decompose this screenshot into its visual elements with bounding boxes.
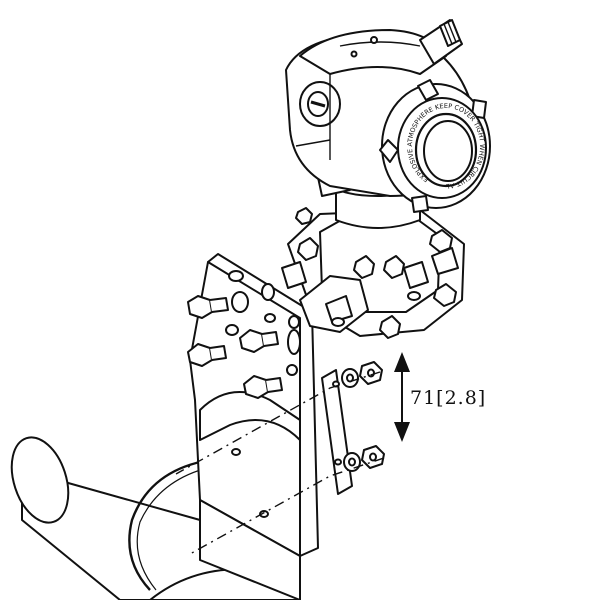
flange-bolt-g [379,315,401,339]
bolt-1 [187,295,229,319]
flange-bolt-b [297,237,319,261]
bracket-bolts [187,295,283,399]
dimension-71: 71[2.8] [394,352,486,442]
flange-bolt-d [353,255,375,279]
bolt-3 [187,343,227,367]
clamp-plate [321,369,353,495]
dimension-label: 71[2.8] [410,387,486,409]
flange-bolt-e [383,255,405,279]
dim-arrow-top [394,352,410,372]
dim-arrow-bottom [394,422,410,442]
bolt-4 [243,375,283,399]
flange-bolt-a [295,207,313,225]
washers-nuts [341,361,385,472]
center-lines [175,371,385,555]
bolt-2 [239,329,279,353]
flange-bolt-f [433,283,457,307]
